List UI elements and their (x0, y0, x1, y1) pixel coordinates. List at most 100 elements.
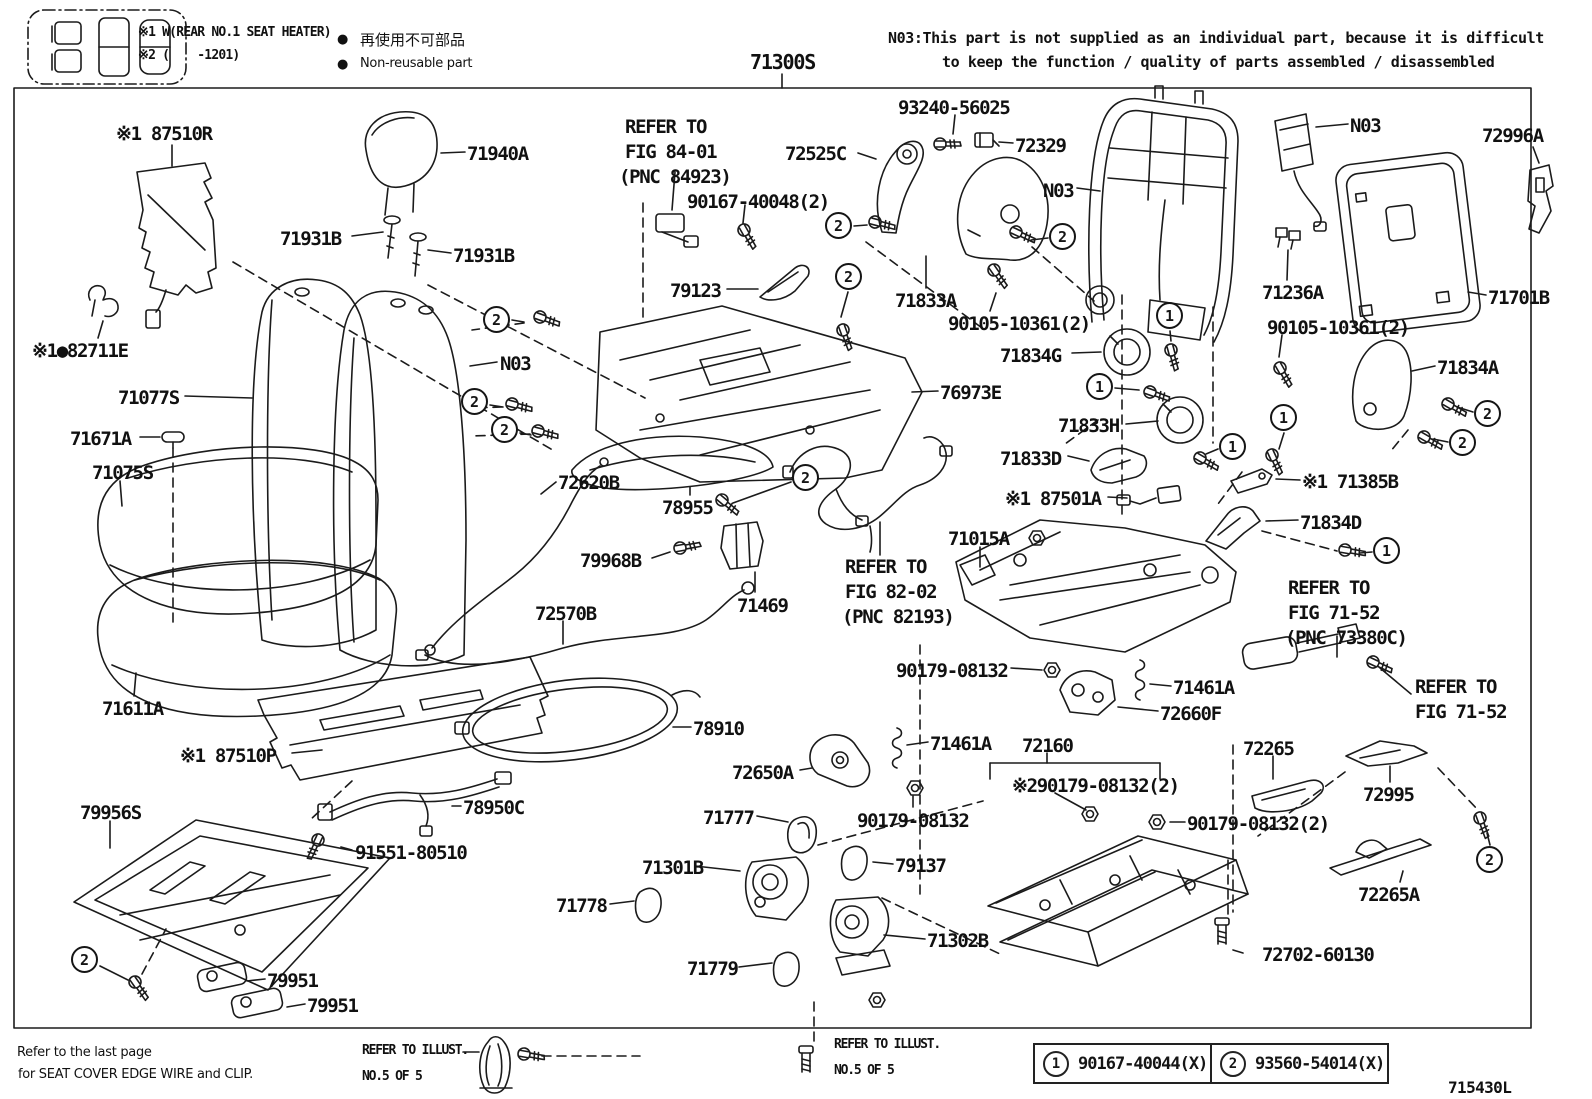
hinge-plate-79951-b (230, 987, 284, 1019)
fastener-callout-2: 2 (461, 388, 488, 415)
bracket-71833d (1090, 447, 1148, 484)
wire-harness-fig82 (782, 436, 953, 553)
part-label: 90179-08132 (896, 660, 1009, 682)
part-label: N03 (1043, 180, 1075, 202)
floor-panel-76973e (595, 305, 923, 483)
figure-number: 71300S (750, 50, 816, 74)
footer-note-line2: for SEAT COVER EDGE WIRE and CLIP. (18, 1067, 253, 1082)
footer-clip-illustration (479, 1035, 513, 1094)
part-label: 71461A (930, 733, 992, 755)
part-label: 71834G (1000, 345, 1062, 367)
legend-item-1: 1 90167-40044(X) (1035, 1045, 1210, 1082)
diagram-border (13, 87, 1532, 1029)
fastener-legend: 1 90167-40044(X) 2 93560-54014(X) (1033, 1043, 1389, 1084)
leader-lines (97, 114, 1540, 1053)
drawing-number: 715430L (1448, 1078, 1512, 1097)
part-label: 72525C (785, 143, 847, 165)
part-label: 78955 (662, 497, 714, 519)
part-label: 71833A (895, 290, 957, 312)
wedge-cover-79123 (759, 264, 810, 301)
seat-back-frame-n03 (1085, 85, 1239, 343)
part-label: 72570B (535, 603, 597, 625)
legend-symbol-2: 2 (1220, 1050, 1246, 1077)
part-label: 90179-08132(2) (1187, 813, 1330, 835)
hinge-assy-71301b (744, 856, 809, 921)
part-label: REFER TO (1288, 577, 1370, 599)
part-label: 78950C (463, 797, 525, 819)
rear-cover-78955 (571, 435, 774, 491)
side-cover-71834a (1351, 339, 1412, 431)
fastener-callout-2: 2 (71, 946, 98, 973)
hinge-plate-79951-a (196, 961, 248, 993)
headrest-illustration (364, 111, 438, 216)
legend-part-number-2: 93560-54014(X) (1255, 1053, 1385, 1074)
part-label: 71301B (642, 857, 704, 879)
release-handle-72265 (1251, 779, 1324, 813)
range-note: ※2 ( -1201) (138, 48, 240, 63)
part-label: (PNC 84923) (619, 166, 732, 188)
part-label: 71833D (1000, 448, 1062, 470)
bracket-71469 (720, 521, 764, 570)
bracket-71385b (1230, 468, 1273, 494)
part-label: 71302B (927, 930, 989, 952)
part-label: 71671A (70, 428, 132, 450)
rail-cover-72265a (1329, 838, 1432, 876)
n03-note-line2: to keep the function / quality of parts … (942, 53, 1495, 71)
seat-heater-pad-back (136, 162, 217, 329)
track-cover-71777 (786, 816, 818, 854)
bullet-icon: ● (337, 57, 349, 72)
seat-base-frame-71015a (955, 519, 1237, 653)
part-label: 72265 (1243, 738, 1295, 760)
part-label: REFER TO (1415, 676, 1497, 698)
part-label: 72702-60130 (1262, 944, 1375, 966)
fastener-callout-2: 2 (1476, 846, 1503, 873)
part-label: (PNC 73380C) (1285, 627, 1408, 649)
part-label: 71461A (1173, 677, 1235, 699)
fastener-callout-2: 2 (792, 464, 819, 491)
recliner-ring-71834g (1103, 328, 1151, 376)
part-label: 72160 (1022, 735, 1074, 757)
fastener-callout-2: 2 (483, 306, 510, 333)
legend-item-2: 2 93560-54014(X) (1210, 1045, 1387, 1082)
part-label: 78910 (693, 718, 745, 740)
part-label: 71833H (1058, 415, 1120, 437)
fastener-callout-1: 1 (1086, 373, 1113, 400)
fastener-callout-2: 2 (835, 263, 862, 290)
fastener-callout-2: 2 (491, 416, 518, 443)
part-label: 90105-10361(2) (1267, 317, 1410, 339)
part-label: 76973E (940, 382, 1002, 404)
seat-heater-pad-cushion (257, 656, 549, 781)
part-label: 90105-10361(2) (948, 313, 1091, 335)
part-label: 71778 (556, 895, 608, 917)
part-label: ※1 87510P (180, 745, 277, 767)
part-label: 72650A (732, 762, 794, 784)
nonreusable-note-jp: 再使用不可部品 (360, 31, 466, 49)
part-label: N03 (500, 353, 532, 375)
bracket-71834d (1205, 506, 1261, 550)
part-label: 71834A (1437, 357, 1499, 379)
side-cover-71833a (956, 156, 1049, 261)
seat-back-cushions (251, 278, 467, 667)
part-label: 71015A (948, 528, 1010, 550)
part-label: REFER TO (625, 116, 707, 138)
part-label: 71611A (102, 698, 164, 720)
part-label: ※290179-08132(2) (1012, 775, 1180, 797)
bullet-icon: ● (337, 32, 349, 47)
part-label: 79951 (307, 995, 359, 1017)
part-label: 71940A (467, 143, 529, 165)
part-label: 72265A (1358, 884, 1420, 906)
illust-ref-left-line2: NO.5 OF 5 (362, 1069, 423, 1084)
part-label: 72996A (1482, 125, 1544, 147)
part-label: 71075S (92, 462, 154, 484)
part-label: 79137 (895, 855, 947, 877)
part-label: 71077S (118, 387, 180, 409)
nonreusable-note-en: Non-reusable part (360, 56, 473, 71)
part-label: 71469 (737, 595, 789, 617)
part-label: 72620B (558, 472, 620, 494)
illust-ref-left-line1: REFER TO ILLUST. (362, 1043, 469, 1058)
legend-symbol-1: 1 (1043, 1050, 1069, 1077)
part-label: FIG 71-52 (1288, 602, 1381, 624)
release-handle-72995 (1345, 740, 1428, 767)
clip-72329 (974, 132, 1000, 148)
